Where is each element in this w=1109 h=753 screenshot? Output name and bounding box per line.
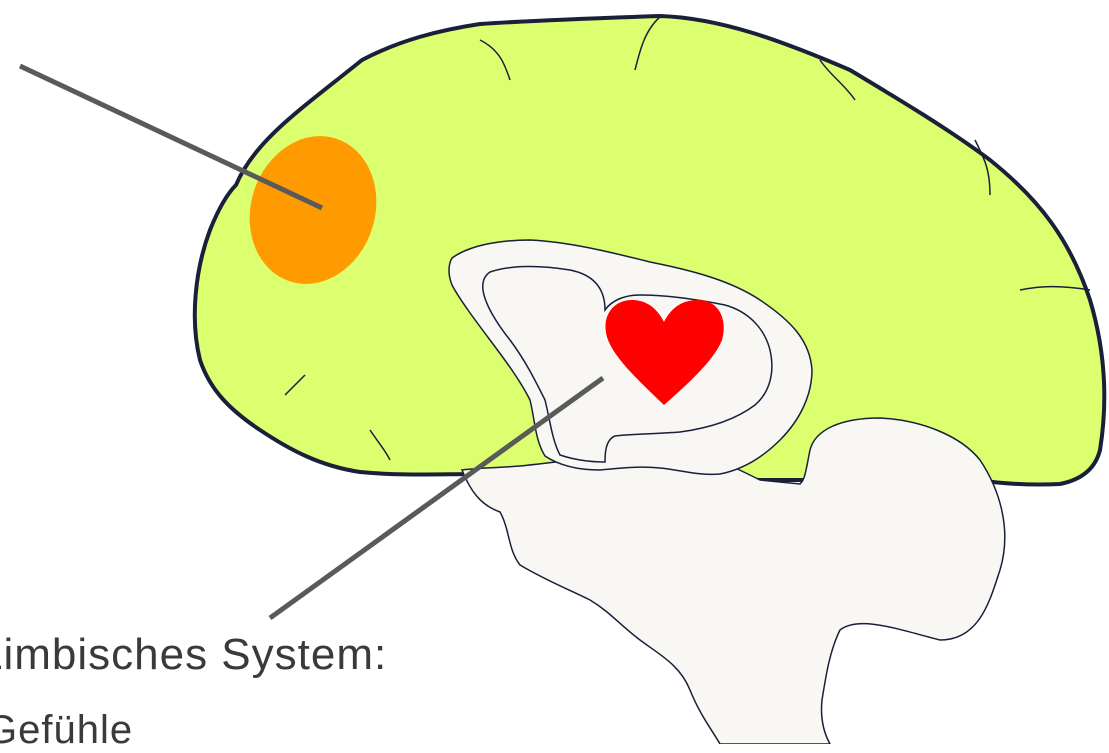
limbic-system-label: Limbisches System: [0,630,387,680]
limbic-system-detail: Gefühle [0,708,133,753]
